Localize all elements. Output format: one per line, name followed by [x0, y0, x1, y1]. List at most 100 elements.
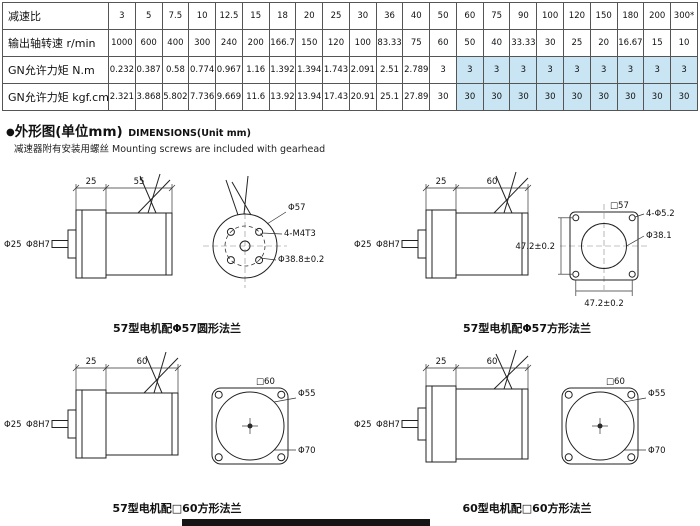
- drawing-57-60square-flange: Φ25 Φ8H7 25: [4, 351, 316, 465]
- lead-wires: [137, 173, 171, 214]
- value-cell: 30: [429, 83, 457, 111]
- drawing-57-square-flange: Φ25 Φ8H7 25: [354, 171, 675, 309]
- section-note: 减速器附有安装用螺丝 Mounting screws are included …: [14, 141, 698, 155]
- bolt-circle-dia-label: Φ70: [648, 446, 666, 456]
- value-cell: 3: [563, 56, 591, 84]
- mounting-holes-label: 4-Φ5.2: [646, 209, 675, 219]
- value-cell: 3.868: [134, 83, 163, 111]
- value-cell: 2.789: [402, 56, 431, 84]
- value-cell: 40: [402, 2, 431, 30]
- lead-wires: [493, 171, 529, 214]
- lead-wires: [493, 349, 529, 390]
- section-title-en: DIMENSIONS(Unit mm): [128, 128, 251, 139]
- drawing-q4: Φ25 Φ8H7 25: [352, 338, 700, 518]
- value-cell: 300: [188, 29, 217, 57]
- value-cell: 0.232: [108, 56, 136, 84]
- value-cell: 13.92: [268, 83, 297, 111]
- section-title-cn: 外形图(单位mm): [14, 124, 123, 140]
- dimensions-section-title: ●外形图(单位mm) DIMENSIONS(Unit mm): [6, 120, 698, 140]
- value-cell: 30: [482, 83, 511, 111]
- value-cell: 30: [563, 83, 591, 111]
- flange-front-view: □60 Φ55 Φ70: [561, 377, 666, 465]
- value-cell: 25: [563, 29, 591, 57]
- value-cell: 300*: [670, 2, 698, 30]
- value-cell: 240: [215, 29, 243, 57]
- shaft-dia-label: Φ8H7: [376, 420, 400, 430]
- value-cell: 90: [509, 2, 538, 30]
- flange-front-view: Φ57 4-M4T3 Φ38.8±0.2: [203, 175, 324, 288]
- value-cell: 0.387: [134, 56, 163, 84]
- flange-front-view: □60 Φ55 Φ70: [211, 377, 316, 465]
- value-cell: 3: [455, 56, 484, 84]
- value-cell: 11.6: [241, 83, 270, 111]
- row-label: 输出轴转速 r/min: [2, 29, 109, 57]
- flange-outer-dia-label: Φ57: [288, 203, 306, 213]
- gearhead-length-dim: 25: [436, 357, 447, 367]
- drawing-caption: 57型电机配Φ57圆形法兰: [113, 322, 241, 335]
- hole-pitch-h-label: 47.2±0.2: [584, 299, 624, 309]
- value-cell: 100: [536, 2, 565, 30]
- motor-length-dim: 55: [134, 177, 145, 187]
- flange-front-view: □57 4-Φ5.2 Φ38.1 47.2±0.2 47.2±0.2: [515, 201, 674, 309]
- value-cell: 30: [348, 2, 377, 30]
- boss-dia-label: Φ25: [354, 420, 372, 430]
- value-cell: 18: [268, 2, 297, 30]
- value-cell: 5: [134, 2, 163, 30]
- value-cell: 50: [455, 29, 484, 57]
- mounting-holes-label: 4-M4T3: [284, 229, 316, 239]
- square-size-label: □57: [610, 201, 629, 211]
- motor-side-view: Φ25 Φ8H7 25: [354, 349, 532, 463]
- boss-dia-label: Φ25: [4, 240, 22, 250]
- value-cell: 60: [455, 2, 484, 30]
- value-cell: 2.321: [108, 83, 136, 111]
- value-cell: 15: [241, 2, 270, 30]
- value-cell: 30: [509, 83, 538, 111]
- value-cell: 3: [509, 56, 538, 84]
- value-cell: 1.16: [241, 56, 270, 84]
- value-cell: 600: [134, 29, 163, 57]
- value-cell: 180: [616, 2, 645, 30]
- drawing-q3: Φ25 Φ8H7 25: [2, 338, 352, 518]
- boss-dia-label: Φ25: [354, 240, 372, 250]
- bullet-icon: ●: [6, 127, 15, 138]
- dimension-drawings: Φ25 Φ8H7 25: [2, 158, 698, 518]
- value-cell: 20: [295, 2, 324, 30]
- drawing-q2: Φ25 Φ8H7 25: [352, 158, 700, 338]
- drawing-caption: 57型电机配Φ57方形法兰: [463, 322, 591, 335]
- value-cell: 200: [643, 2, 672, 30]
- drawing-caption: 57型电机配□60方形法兰: [112, 502, 242, 515]
- value-cell: 30: [455, 83, 484, 111]
- value-cell: 12.5: [215, 2, 243, 30]
- motor-side-view: Φ25 Φ8H7 25: [354, 171, 532, 279]
- value-cell: 7.5: [161, 2, 190, 30]
- value-cell: 120: [563, 2, 591, 30]
- shaft-dia-label: Φ8H7: [26, 420, 50, 430]
- value-cell: 75: [402, 29, 431, 57]
- value-cell: 1000: [108, 29, 136, 57]
- shaft-dia-label: Φ8H7: [376, 240, 400, 250]
- square-size-label: □60: [606, 377, 625, 387]
- value-cell: 150: [295, 29, 324, 57]
- drawing-q1: Φ25 Φ8H7 25: [2, 158, 352, 338]
- value-cell: 100: [348, 29, 377, 57]
- pilot-dia-label: Φ55: [298, 389, 316, 399]
- value-cell: 50: [429, 2, 457, 30]
- value-cell: 166.7: [268, 29, 297, 57]
- row-label: 减速比: [2, 2, 109, 30]
- value-cell: 15: [643, 29, 672, 57]
- value-cell: 20.91: [348, 83, 377, 111]
- value-cell: 3: [108, 2, 136, 30]
- value-cell: 30: [616, 83, 645, 111]
- value-cell: 25.1: [375, 83, 404, 111]
- value-cell: 7.736: [188, 83, 217, 111]
- square-size-label: □60: [256, 377, 275, 387]
- value-cell: 400: [161, 29, 190, 57]
- value-cell: 3: [589, 56, 618, 84]
- value-cell: 120: [322, 29, 350, 57]
- motor-side-view: Φ25 Φ8H7 25: [4, 173, 176, 279]
- hole-pitch-v-label: 47.2±0.2: [515, 242, 555, 252]
